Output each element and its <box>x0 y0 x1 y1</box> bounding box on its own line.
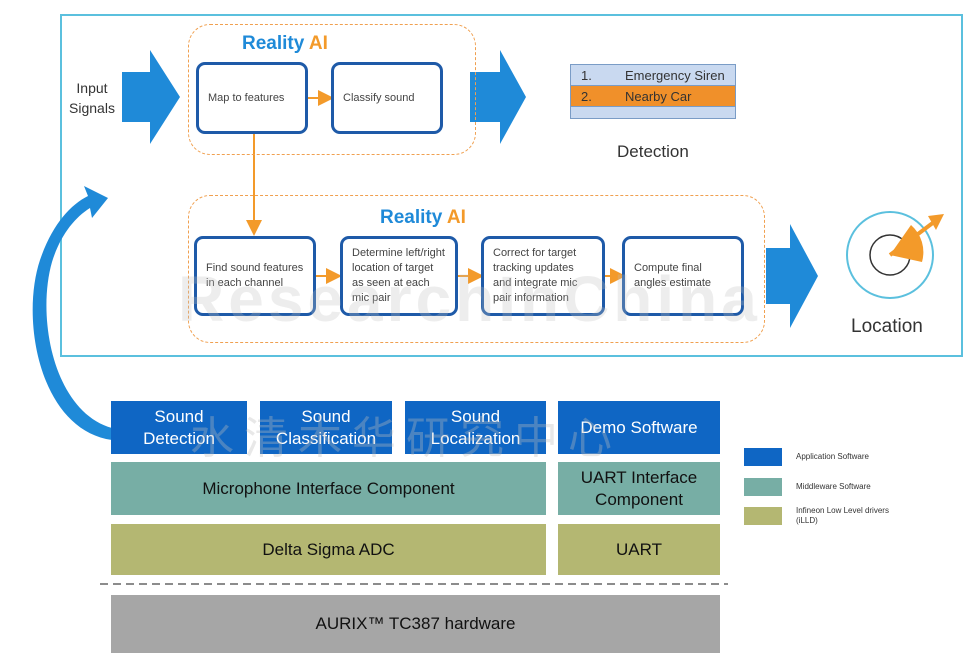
watermark-cn: 水清木华研究中心 <box>190 414 622 463</box>
detection-list: 1. Emergency Siren 2. Nearby Car <box>570 64 736 119</box>
detection-label: Detection <box>617 142 689 161</box>
legend-swatch <box>744 478 782 496</box>
step-label: Find sound features in each channel <box>206 262 304 289</box>
detection-item: 1. Emergency Siren <box>571 65 735 86</box>
diagram-frame <box>60 14 963 357</box>
watermark-text: ResearchInChina <box>178 263 761 335</box>
step-label: Compute final angles estimate <box>634 262 712 289</box>
location-arrow <box>766 224 818 328</box>
step-label: Determine left/right location of target … <box>352 247 445 304</box>
app-sound-detection: Sound Detection <box>111 401 247 454</box>
bottom-brand-ai: AI <box>446 207 466 228</box>
detection-item-text: Nearby Car <box>625 88 692 104</box>
detection-item-highlighted: 2. Nearby Car <box>571 86 735 107</box>
detection-item-text: Emergency Siren <box>625 67 725 83</box>
drv-delta-sigma-adc: Delta Sigma ADC <box>111 524 546 575</box>
app-sound-localization: Sound Localization <box>405 401 546 454</box>
step-classify-sound: Classify sound <box>331 62 443 134</box>
detection-item-num: 2. <box>581 88 592 104</box>
legend-item: Middleware Software <box>744 478 944 496</box>
hw-aurix: AURIX™ TC387 hardware <box>111 595 720 653</box>
feedback-arrow <box>32 186 112 440</box>
top-reality-ai-group <box>188 24 476 155</box>
step-left-right: Determine left/right location of target … <box>340 236 458 316</box>
drv-uart: UART <box>558 524 720 575</box>
top-brand: Reality AI <box>242 33 328 55</box>
legend-swatch <box>744 448 782 466</box>
legend-label: Infineon Low Level drivers (iLLD) <box>796 506 889 525</box>
legend-swatch <box>744 507 782 525</box>
input-signals-label: Input Signals <box>69 80 115 116</box>
legend: Application Software Middleware Software… <box>744 448 944 526</box>
mw-uart-interface: UART Interface Component <box>558 462 720 515</box>
radar-icon <box>846 211 944 299</box>
detection-arrow <box>470 50 526 144</box>
app-sound-classification: Sound Classification <box>260 401 392 454</box>
step-label: Map to features <box>208 91 285 104</box>
legend-item: Infineon Low Level drivers (iLLD) <box>744 506 944 526</box>
top-brand-ai: AI <box>308 33 328 54</box>
step-correct-tracking: Correct for target tracking updates and … <box>481 236 605 316</box>
step-final-angles: Compute final angles estimate <box>622 236 744 316</box>
input-arrow <box>122 50 180 144</box>
step-find-features: Find sound features in each channel <box>194 236 316 316</box>
mw-microphone-interface: Microphone Interface Component <box>111 462 546 515</box>
location-label: Location <box>851 316 923 337</box>
step-map-features: Map to features <box>196 62 308 134</box>
step-label: Classify sound <box>343 91 415 104</box>
step-label: Correct for target tracking updates and … <box>493 247 578 304</box>
bottom-brand-text: Reality <box>380 207 447 228</box>
app-demo-software: Demo Software <box>558 401 720 454</box>
legend-label: Middleware Software <box>796 482 871 491</box>
bottom-brand: Reality AI <box>380 207 466 229</box>
legend-label: Application Software <box>796 452 869 461</box>
legend-item: Application Software <box>744 448 944 466</box>
bottom-reality-ai-group <box>188 195 765 343</box>
top-brand-text: Reality <box>242 33 309 54</box>
detection-item-num: 1. <box>581 67 592 83</box>
